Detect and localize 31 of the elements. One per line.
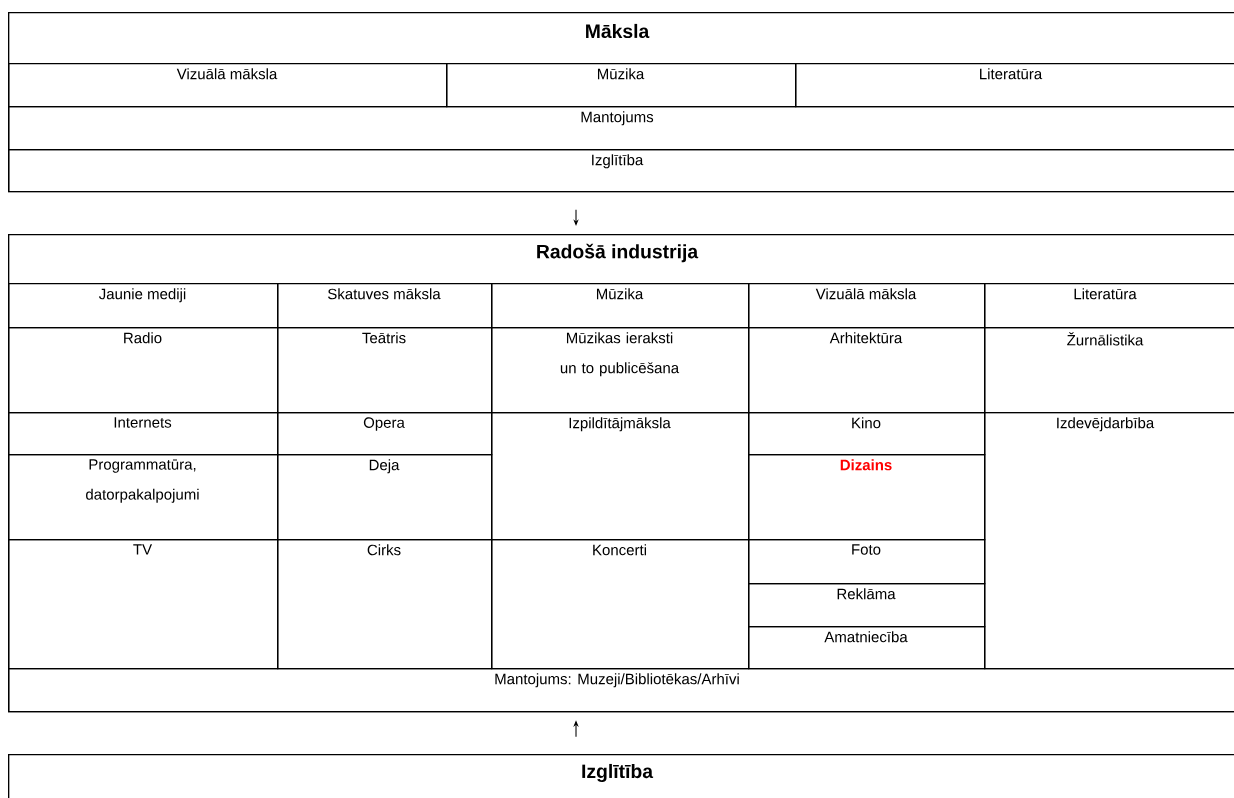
table-cell: Amatniecība [748, 626, 986, 670]
table-cell: Programmatūra, datorpakalpojumi [8, 454, 279, 541]
table-cell: Izdevējdarbība [984, 412, 1234, 670]
table-cell: Literatūra [984, 283, 1234, 329]
table-cell: Mantojums [8, 106, 1234, 151]
table-cell: Teātris [277, 327, 493, 414]
table-cell: Skatuves māksla [277, 283, 493, 329]
table-block: Izglītība [8, 754, 1234, 798]
table-cell: Arhitektūra [748, 327, 986, 414]
table-cell: Izglītība [8, 149, 1234, 193]
table-cell: Vizuālā māksla [8, 63, 448, 108]
table-cell: Internets [8, 412, 279, 456]
table-cell: Mūzika [446, 63, 797, 108]
table-cell: Reklāma [748, 583, 986, 628]
table-cell: Kino [748, 412, 986, 456]
table-cell: Vizuālā māksla [748, 283, 986, 329]
table-cell: Koncerti [491, 539, 750, 670]
table-cell: Žurnālistika [984, 327, 1234, 414]
table-cell: Opera [277, 412, 493, 456]
table-cell: Mūzika [491, 283, 750, 329]
table-cell: Mantojums: Muzeji/Bibliotēkas/Arhīvi [8, 668, 1234, 713]
table-cell: TV [8, 539, 279, 670]
table-cell: Cirks [277, 539, 493, 670]
table-cell: Izpildītājmāksla [491, 412, 750, 541]
table-cell: Jaunie mediji [8, 283, 279, 329]
table-cell: Literatūra [795, 63, 1234, 108]
table-cell: Radio [8, 327, 279, 414]
table-cell: Dizains [748, 454, 986, 541]
table-cell: Deja [277, 454, 493, 541]
table-cell: Foto [748, 539, 986, 585]
table-cell: Mūzikas ieraksti un to publicēšana [491, 327, 750, 414]
